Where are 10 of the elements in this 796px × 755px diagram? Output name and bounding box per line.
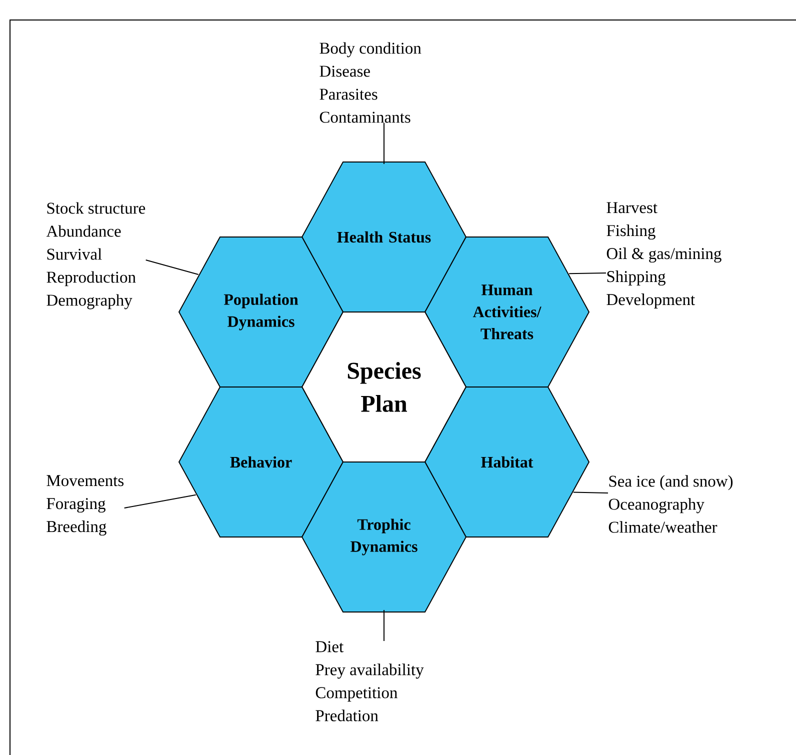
- text-list: Sea ice (and snow) Oceanography Climate/weather: [608, 475, 733, 533]
- leader-line: [572, 492, 608, 494]
- text-list: Diet Prey availability Competition Predation: [316, 641, 424, 722]
- text-list: Harvest Fishing Oil & gas/mining Shipping Development: [606, 202, 722, 308]
- leader-line: [124, 494, 196, 508]
- text-list: Body condition Disease Parasites Contaminants: [320, 42, 422, 123]
- text-list: Movements Foraging Breeding: [46, 475, 124, 536]
- leader-line: [568, 272, 606, 274]
- text-list: Stock structure Abundance Survival Reproduction Demography: [46, 202, 146, 310]
- leader-line: [145, 260, 199, 276]
